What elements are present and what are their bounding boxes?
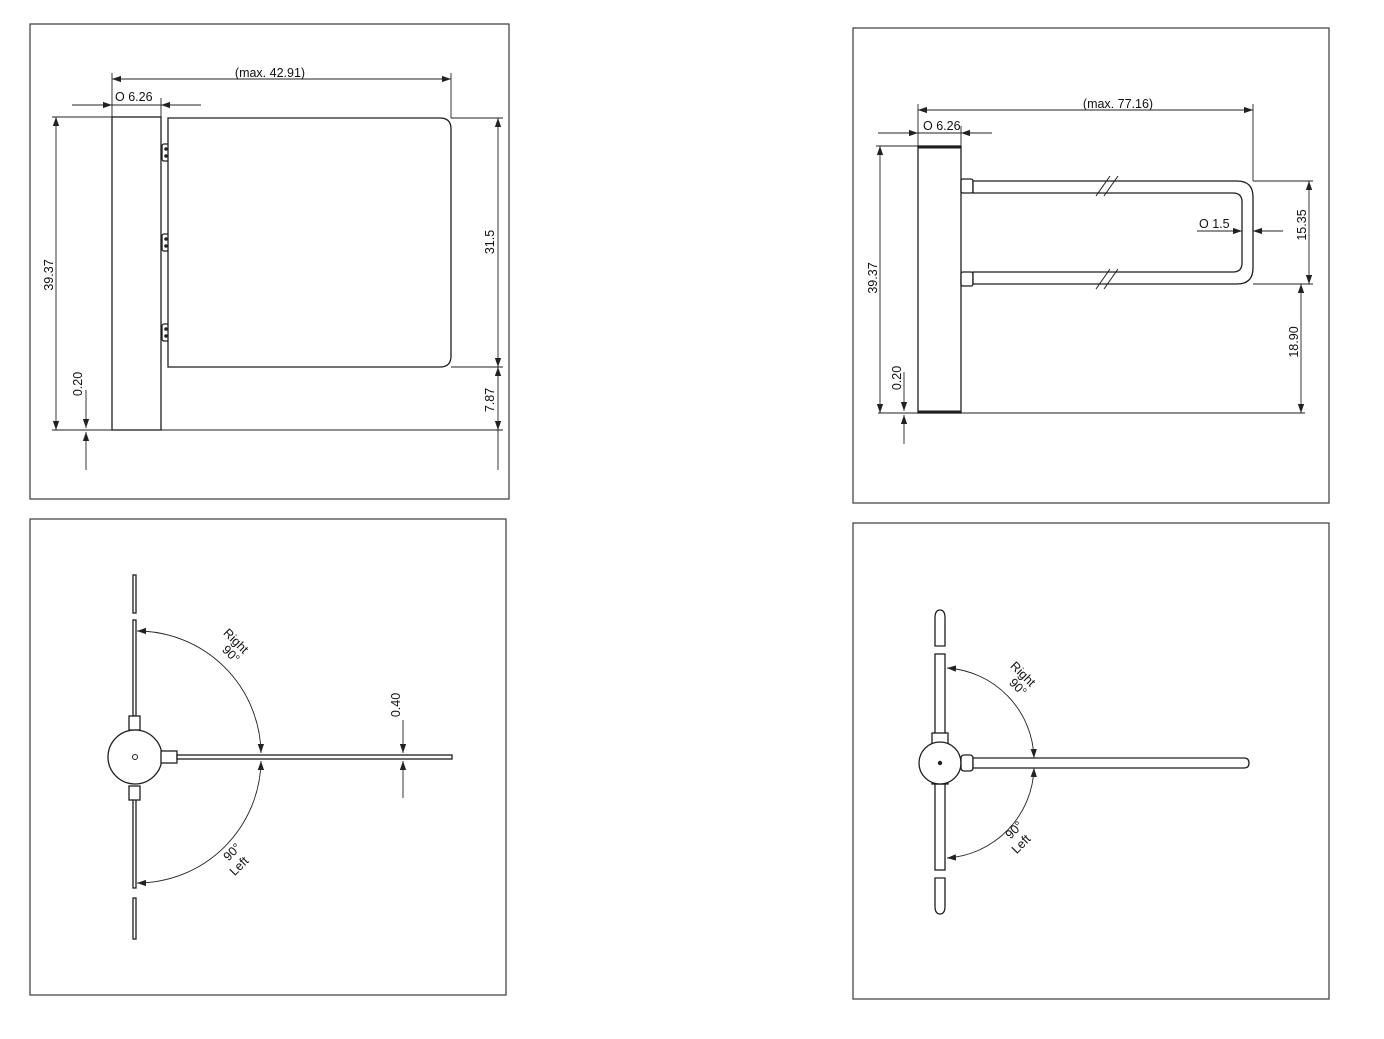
label-overall-height: 39.37 <box>42 259 56 290</box>
label-panel-gap: 7.87 <box>483 388 497 412</box>
drawing-frame <box>29 518 507 996</box>
label-lower-clearance: 18.90 <box>1287 326 1301 357</box>
swing-arc-right <box>136 627 264 754</box>
u-tube-arm <box>972 180 1254 285</box>
swing-panel-plan <box>176 754 453 760</box>
drawing-frame <box>852 522 1330 1000</box>
tube-arm-plan <box>972 757 1250 769</box>
arm-connector <box>960 178 974 194</box>
label-floor-offset: 0.20 <box>890 366 904 390</box>
gate-post <box>917 145 962 414</box>
drawing-frame <box>29 23 510 500</box>
label-arm-spacing: 15.35 <box>1295 209 1309 240</box>
swing-panel <box>167 117 452 368</box>
plan-view-swing-panel: Right 90° 90° Left 0.40 <box>29 518 507 996</box>
swing-arc-left <box>136 760 264 887</box>
arm-connector <box>960 271 974 287</box>
label-tube-diameter: O 1.5 <box>1199 217 1230 231</box>
break-marks <box>1095 175 1119 290</box>
side-elevation-tube-arm: (max. 77.16) O 6.26 39.37 0.20 O 1.5 15.… <box>852 27 1330 504</box>
arm-connector <box>960 754 974 772</box>
panel-hinge <box>160 750 178 764</box>
label-post-diameter: O 6.26 <box>923 119 961 133</box>
label-overall-height: 39.37 <box>866 262 880 293</box>
label-panel-thickness: 0.40 <box>389 693 403 717</box>
label-floor-offset: 0.20 <box>71 372 85 396</box>
swing-arc-left <box>946 767 1037 861</box>
side-elevation-swing-panel: (max. 42.91) O 6.26 39.37 0.20 31.5 7.87 <box>29 23 510 500</box>
pivot-hub <box>107 729 163 785</box>
swing-arc-right <box>946 665 1037 759</box>
label-panel-height: 31.5 <box>483 230 497 254</box>
gate-post <box>111 116 162 431</box>
label-width-max: (max. 42.91) <box>235 66 305 80</box>
label-width-max: (max. 77.16) <box>1083 97 1153 111</box>
drawing-frame <box>852 27 1330 504</box>
label-post-diameter: O 6.26 <box>115 90 153 104</box>
plan-view-tube-arm: Right 90° 90° Left <box>852 522 1330 1000</box>
